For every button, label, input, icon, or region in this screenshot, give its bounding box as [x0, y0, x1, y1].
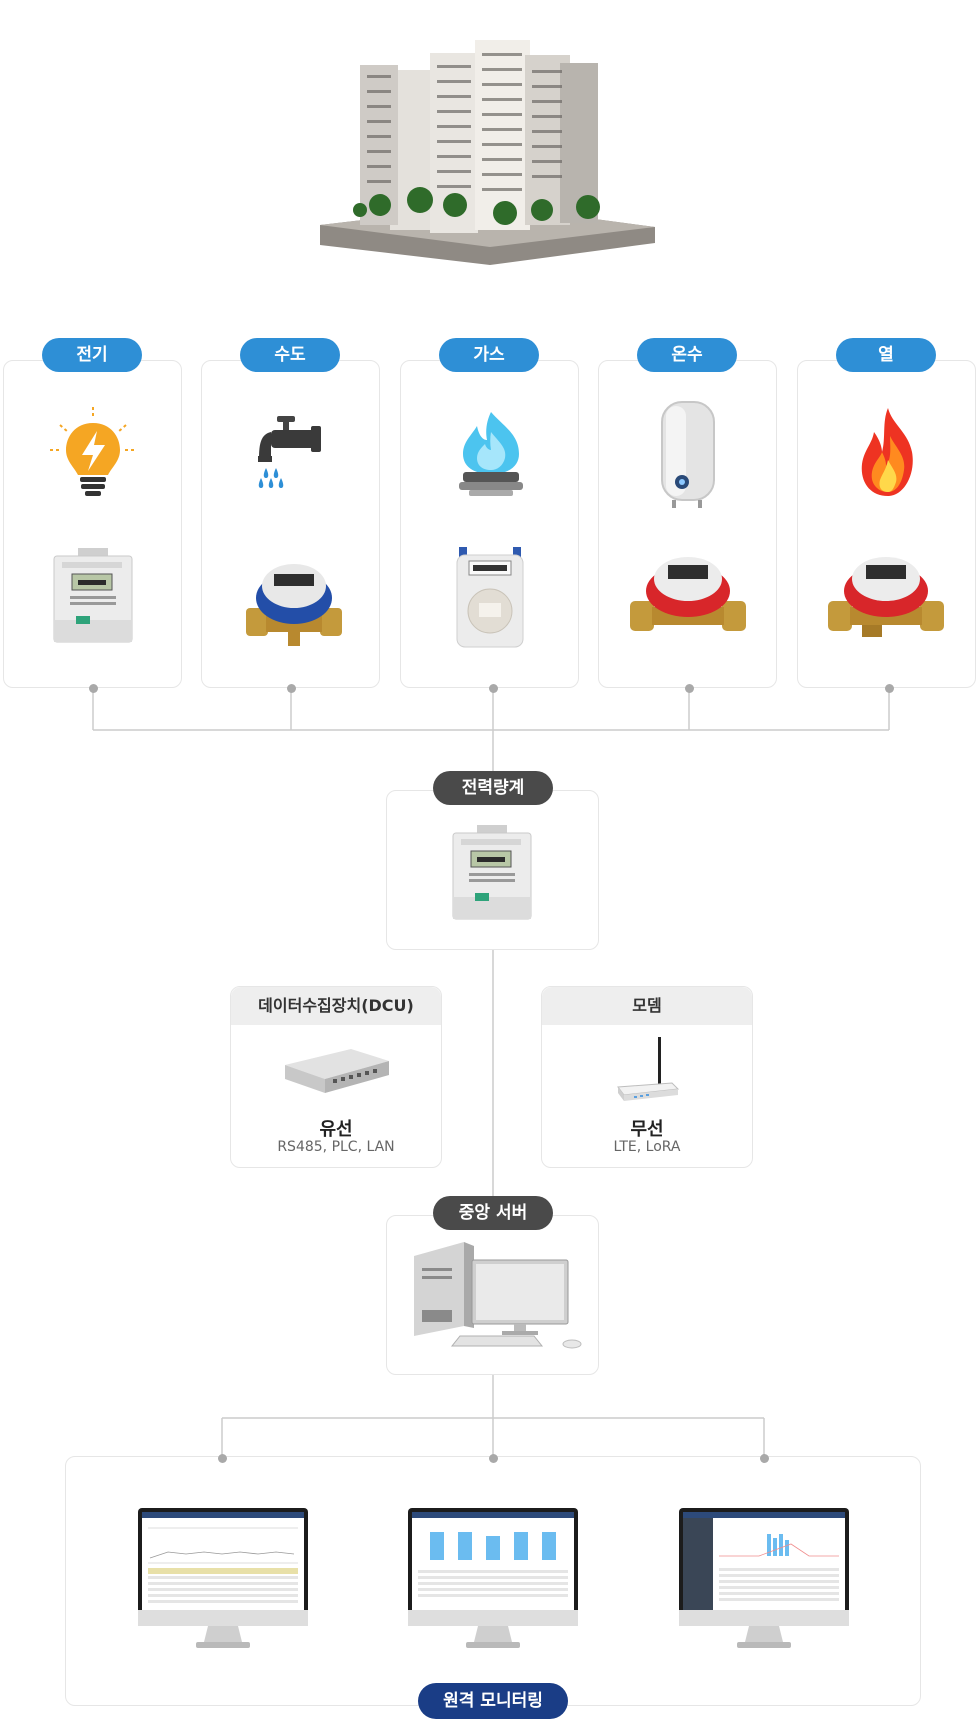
- dcu-card: 데이터수집장치(DCU) 유선 RS485, PLC, LAN: [230, 986, 442, 1168]
- monitor-dashboard-view-image: [679, 1508, 849, 1648]
- modem-router-image: [617, 1037, 680, 1101]
- power-meter-image: [452, 825, 532, 920]
- electric-meter-image: [53, 548, 133, 643]
- dcu-type: 유선: [319, 1119, 353, 1140]
- server-label: 중앙 서버: [433, 1196, 553, 1230]
- server-computer-image: [414, 1242, 582, 1349]
- water-meter-red-image: [630, 557, 746, 631]
- dcu-protocols: RS485, PLC, LAN: [277, 1139, 395, 1155]
- utility-label-hot-water: 온수: [637, 338, 737, 372]
- modem-protocols: LTE, LoRA: [613, 1139, 681, 1155]
- utility-label-gas: 가스: [439, 338, 539, 372]
- utility-label-water: 수도: [240, 338, 340, 372]
- monitoring-label: 원격 모니터링: [418, 1683, 568, 1719]
- connector-dot: [287, 684, 296, 693]
- utility-label-electric: 전기: [42, 338, 142, 372]
- monitor-table-view-image: [138, 1508, 308, 1648]
- fire-icon: [861, 408, 913, 496]
- gas-meter-image: [456, 547, 524, 648]
- connector-dot: [885, 684, 894, 693]
- dcu-device-image: [285, 1049, 389, 1093]
- faucet-icon: [258, 416, 321, 488]
- connector-dot: [218, 1454, 227, 1463]
- connector-dot: [760, 1454, 769, 1463]
- lightbulb-icon: [50, 407, 136, 496]
- modem-card: 모뎀 무선 LTE, LoRA: [541, 986, 753, 1168]
- apartment-building-image: [320, 40, 655, 265]
- power-meter-label: 전력량계: [433, 771, 553, 805]
- modem-title: 모뎀: [542, 987, 752, 1025]
- connector-dot: [489, 1454, 498, 1463]
- utility-label-heat: 열: [836, 338, 936, 372]
- connector-dot: [89, 684, 98, 693]
- gas-flame-icon: [459, 412, 523, 496]
- water-meter-blue-image: [246, 564, 342, 646]
- connector-dot: [489, 684, 498, 693]
- heat-meter-red-image: [828, 557, 944, 637]
- connector-dot: [685, 684, 694, 693]
- dcu-title: 데이터수집장치(DCU): [231, 987, 441, 1025]
- modem-type: 무선: [630, 1119, 664, 1140]
- monitor-bar-chart-view-image: [408, 1508, 578, 1648]
- water-heater-icon: [661, 401, 715, 508]
